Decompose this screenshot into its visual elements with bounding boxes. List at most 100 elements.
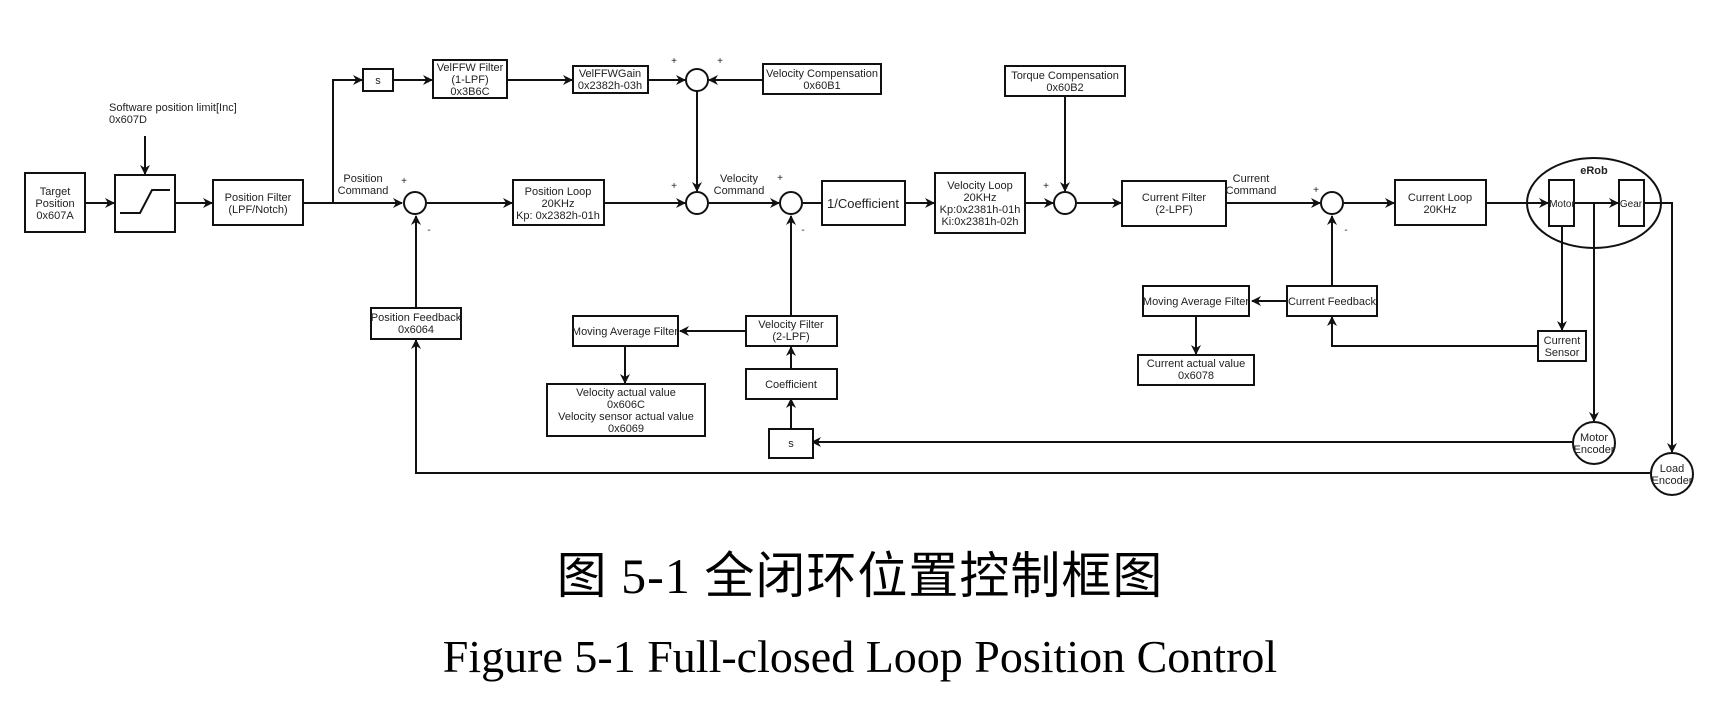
target-position-line2: Position: [35, 198, 74, 210]
load-encoder-block: Load Encoder: [1650, 452, 1694, 496]
position-loop-line2: 20KHz: [541, 198, 574, 210]
current-sensor-line2: Sensor: [1545, 347, 1580, 359]
plus-sign: +: [671, 181, 677, 192]
plus-sign: +: [717, 56, 723, 67]
load-encoder-line1: Load: [1660, 463, 1684, 475]
motor-label: Motor: [1549, 199, 1575, 210]
saturation-limiter-block: [114, 174, 176, 233]
position-feedback-line2: 0x6064: [398, 324, 434, 336]
current-actual-line2: 0x6078: [1178, 370, 1214, 382]
s-feedback-label: s: [788, 438, 794, 450]
current-filter-line2: (2-LPF): [1155, 204, 1192, 216]
motor-encoder-block: Motor Encoder: [1572, 421, 1616, 465]
current-feedback-block: Current Feedback: [1286, 285, 1378, 317]
gear-label: Gear: [1620, 199, 1643, 210]
motor-block: [1548, 179, 1575, 227]
s-feedforward-label: s: [375, 75, 381, 87]
summing-junction-current: + -: [1313, 185, 1348, 236]
position-filter-block: Position Filter (LPF/Notch): [212, 179, 304, 226]
minus-sign: -: [801, 225, 804, 236]
erob-label: eRob: [1580, 165, 1608, 177]
coefficient-block: Coefficient: [745, 368, 838, 400]
arrow-to-s-ff: [332, 75, 363, 203]
s-feedforward-block: s: [362, 68, 394, 92]
velffw-filter-block: VelFFW Filter (1-LPF) 0x3B6C: [432, 59, 508, 99]
plus-sign: +: [1043, 181, 1049, 192]
block-diagram: Target Position 0x607A Software position…: [24, 56, 1694, 496]
velocity-loop-line4: Ki:0x2381h-02h: [941, 216, 1018, 228]
velocity-loop-block: Velocity Loop 20KHz Kp:0x2381h-01h Ki:0x…: [934, 172, 1026, 234]
velocity-maf-label: Moving Average Filter: [572, 326, 679, 338]
velocity-actual-line4: 0x6069: [608, 423, 644, 435]
gear-block: [1618, 179, 1645, 227]
minus-sign: -: [1344, 225, 1347, 236]
velocity-loop-line1: Velocity Loop: [947, 180, 1012, 192]
inverse-coefficient-block: 1/Coefficient: [821, 180, 906, 226]
position-loop-line3: Kp: 0x2382h-01h: [516, 210, 600, 222]
summing-junction-velocity-ref: +: [671, 181, 709, 215]
inverse-coefficient-label: 1/Coefficient: [827, 196, 899, 211]
position-feedback-block: Position Feedback 0x6064: [370, 307, 462, 340]
torque-compensation-line1: Torque Compensation: [1011, 70, 1119, 82]
torque-compensation-line2: 0x60B2: [1046, 82, 1083, 94]
current-filter-block: Current Filter (2-LPF): [1121, 180, 1227, 227]
velocity-actual-line1: Velocity actual value: [576, 387, 676, 399]
plus-sign: +: [401, 176, 407, 187]
velocity-compensation-line1: Velocity Compensation: [766, 68, 878, 80]
position-filter-line1: Position Filter: [225, 192, 292, 204]
coefficient-label: Coefficient: [765, 379, 817, 391]
saturation-icon: [120, 189, 170, 214]
velocity-actual-line2: 0x606C: [607, 399, 645, 411]
position-feedback-line1: Position Feedback: [371, 312, 462, 324]
summing-junction-torque: +: [1043, 181, 1077, 215]
position-command-label-2: Command: [338, 185, 389, 197]
velocity-filter-line1: Velocity Filter: [758, 319, 824, 331]
velocity-actual-line3: Velocity sensor actual value: [558, 411, 694, 423]
motor-encoder-line1: Motor: [1580, 432, 1608, 444]
current-command-label-1: Current: [1233, 173, 1270, 185]
current-maf-label: Moving Average Filter: [1143, 296, 1250, 308]
velffw-gain-line1: VelFFWGain: [579, 68, 641, 80]
arrow-load-encoder-to-position-feedback: [411, 339, 1650, 474]
position-filter-line2: (LPF/Notch): [228, 204, 287, 216]
caption-english: Figure 5-1 Full-closed Loop Position Con…: [442, 631, 1278, 682]
velocity-loop-line3: Kp:0x2381h-01h: [940, 204, 1021, 216]
current-actual-line1: Current actual value: [1147, 358, 1245, 370]
plus-sign: +: [777, 173, 783, 184]
current-sensor-line1: Current: [1544, 335, 1581, 347]
velocity-command-label-1: Velocity: [720, 173, 758, 185]
software-limit-label: Software position limit[Inc]: [109, 102, 237, 114]
arrow-sensor-to-current-feedback: [1327, 316, 1538, 347]
velocity-filter-block: Velocity Filter (2-LPF): [745, 315, 838, 347]
current-actual-value-block: Current actual value 0x6078: [1137, 354, 1255, 386]
velffw-gain-line2: 0x2382h-03h: [578, 80, 642, 92]
current-loop-line2: 20KHz: [1423, 204, 1456, 216]
load-encoder-line2: Encoder: [1652, 475, 1693, 487]
velocity-actual-value-block: Velocity actual value 0x606C Velocity se…: [546, 383, 706, 437]
plus-sign: +: [671, 56, 677, 67]
velocity-loop-line2: 20KHz: [963, 192, 996, 204]
software-limit-param: 0x607D: [109, 114, 147, 126]
current-sensor-block: Current Sensor: [1537, 330, 1587, 362]
target-position-block: Target Position 0x607A: [24, 172, 86, 233]
velffw-gain-block: VelFFWGain 0x2382h-03h: [572, 65, 649, 94]
position-loop-block: Position Loop 20KHz Kp: 0x2382h-01h: [512, 179, 605, 226]
minus-sign: -: [427, 225, 430, 236]
current-filter-line1: Current Filter: [1142, 192, 1207, 204]
target-position-line1: Target: [40, 186, 71, 198]
velocity-filter-line2: (2-LPF): [772, 331, 809, 343]
summing-junction-velocity: + -: [777, 173, 805, 236]
erob-actuator: eRob Motor Gear: [1526, 157, 1662, 249]
motor-encoder-line2: Encoder: [1574, 444, 1615, 456]
s-feedback-block: s: [768, 428, 814, 459]
position-command-label-1: Position: [343, 173, 382, 185]
velffw-filter-line2: (1-LPF): [451, 74, 488, 86]
current-loop-line1: Current Loop: [1408, 192, 1472, 204]
summing-junction-position: + -: [401, 176, 431, 236]
plus-sign: +: [1313, 185, 1319, 196]
torque-compensation-block: Torque Compensation 0x60B2: [1004, 65, 1126, 97]
connectors: [85, 75, 1677, 474]
caption-chinese: 图 5-1 全闭环位置控制框图: [556, 548, 1164, 604]
velffw-filter-line1: VelFFW Filter: [437, 62, 504, 74]
current-loop-block: Current Loop 20KHz: [1394, 179, 1487, 226]
